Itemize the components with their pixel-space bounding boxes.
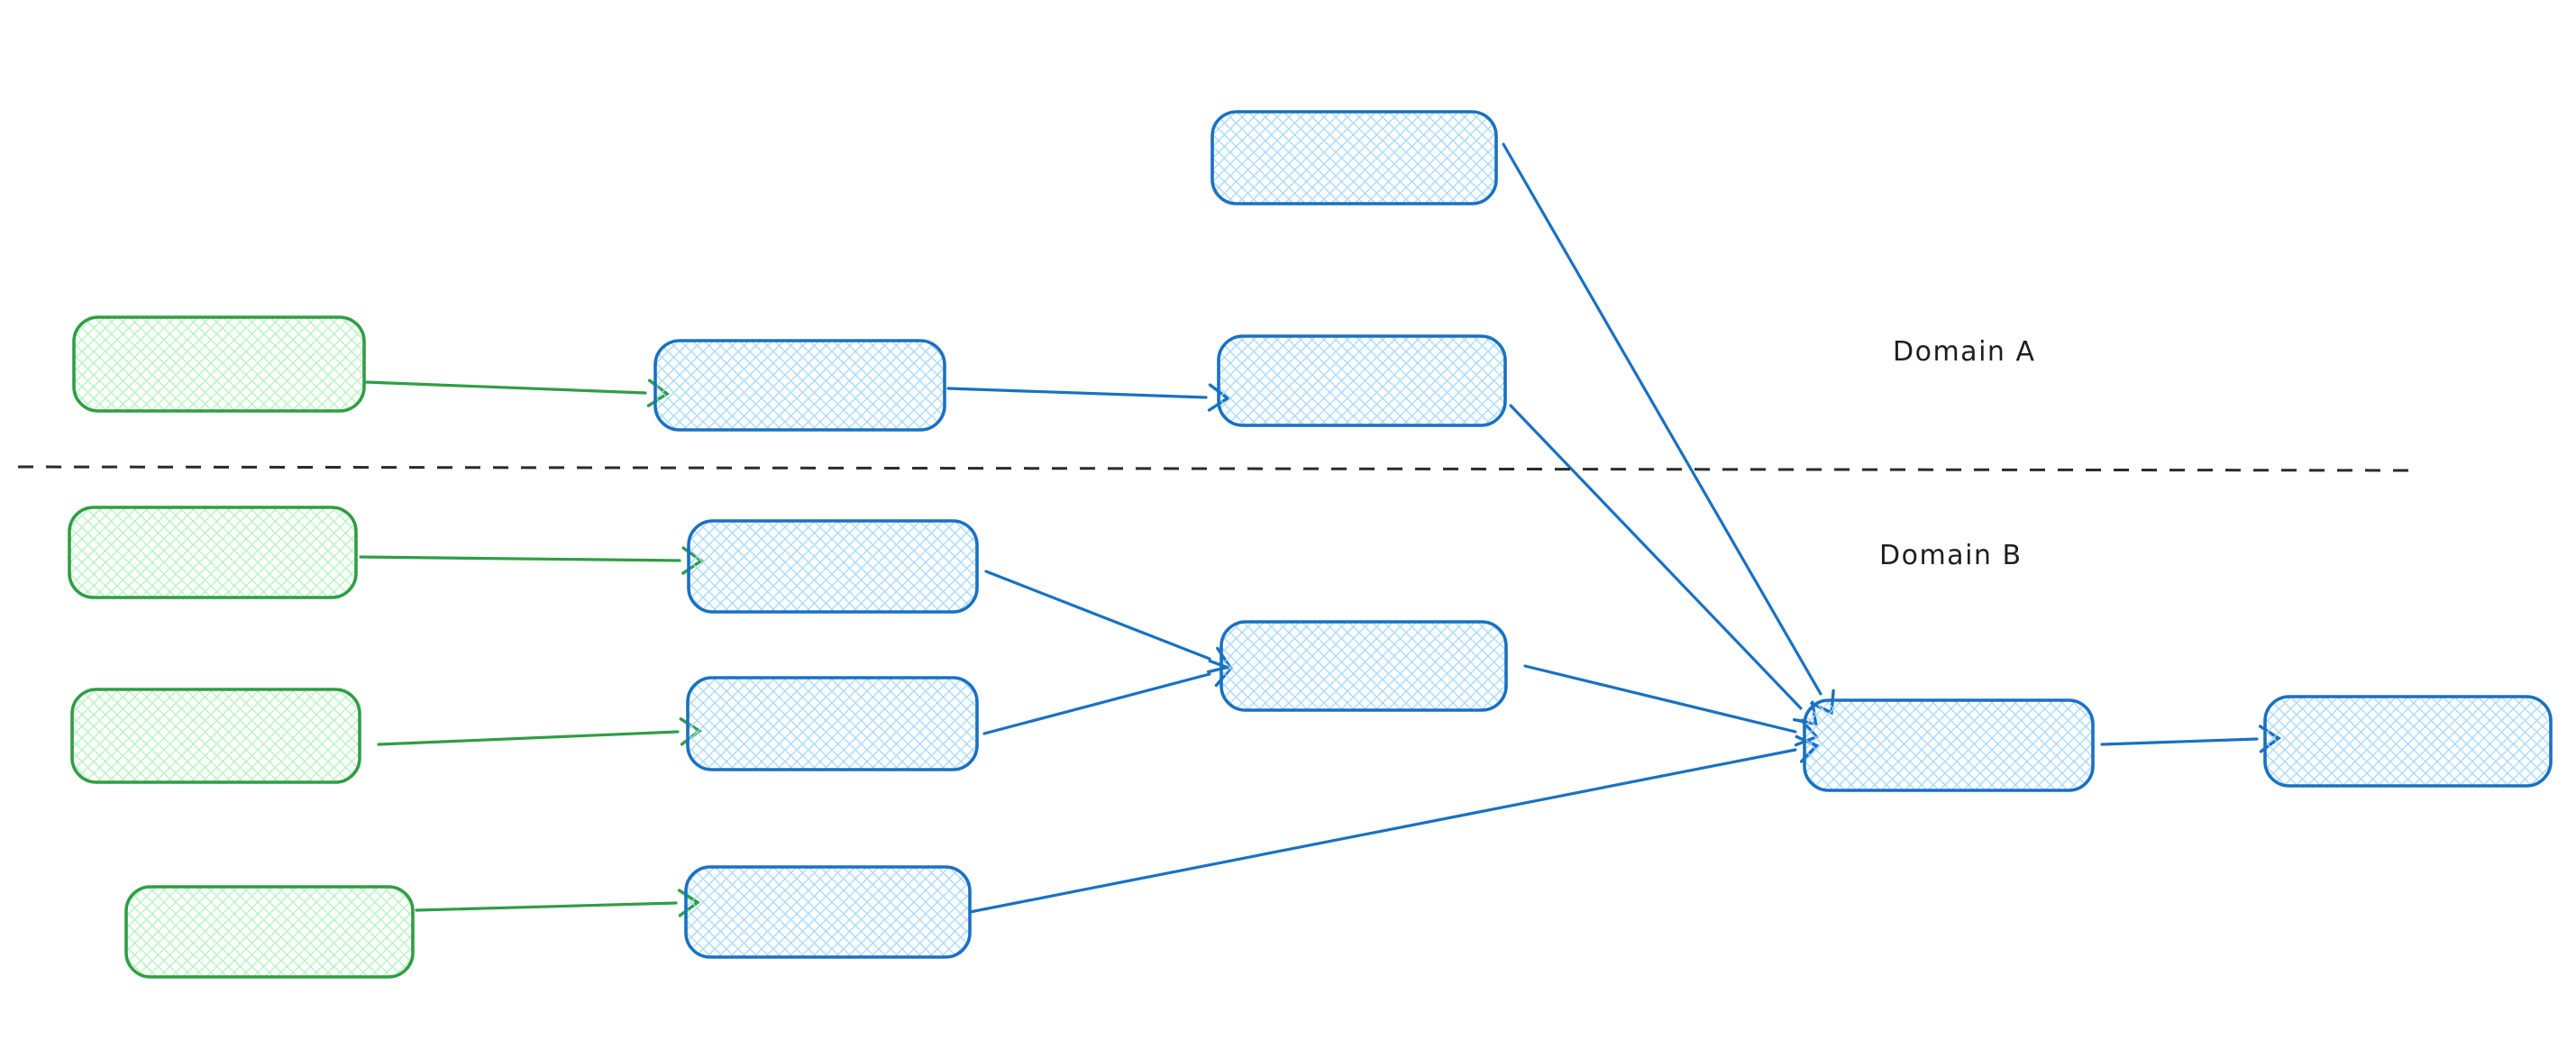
edge-source-a-to-stage1-a[interactable] <box>364 379 670 407</box>
node-merge-b[interactable] <box>1219 620 1508 712</box>
edge-external-input-to-aggregator[interactable] <box>1502 142 1835 716</box>
edge-stage1-b1-to-merge-b[interactable] <box>984 570 1233 674</box>
edge-stage1-b2-to-merge-b[interactable] <box>982 659 1234 735</box>
edge-stage1-b3-to-aggregator[interactable] <box>968 734 1820 914</box>
edge-source-b3-to-stage1-b3[interactable] <box>415 889 700 917</box>
node-aggregator[interactable] <box>1803 698 2095 792</box>
domain-divider[interactable] <box>17 465 2414 472</box>
node-source-b1[interactable] <box>68 506 358 599</box>
node-stage1-a[interactable] <box>653 339 946 432</box>
edge-merge-b-to-aggregator[interactable] <box>1523 664 1820 747</box>
edges-layer <box>359 142 2281 917</box>
node-stage1-b3[interactable] <box>684 865 972 959</box>
node-output[interactable] <box>2263 695 2553 788</box>
node-source-b2[interactable] <box>70 688 361 784</box>
nodes-layer <box>68 110 2553 979</box>
edge-source-b1-to-stage1-b1[interactable] <box>359 546 704 575</box>
node-external-input[interactable] <box>1210 110 1498 205</box>
edge-aggregator-to-output[interactable] <box>2100 725 2281 753</box>
node-stage1-b1[interactable] <box>687 519 979 614</box>
node-source-a[interactable] <box>72 315 366 413</box>
node-stage2-a[interactable] <box>1217 334 1507 427</box>
node-source-b3[interactable] <box>124 885 415 979</box>
edge-source-b2-to-stage1-b2[interactable] <box>377 717 702 746</box>
node-stage1-b2[interactable] <box>686 676 979 771</box>
edge-stage2-a-to-aggregator[interactable] <box>1509 404 1818 726</box>
domain-a-label: Domain A <box>1893 336 2035 368</box>
domain-b-label: Domain B <box>1879 540 2023 571</box>
edge-stage1-a-to-stage2-a[interactable] <box>946 383 1230 412</box>
